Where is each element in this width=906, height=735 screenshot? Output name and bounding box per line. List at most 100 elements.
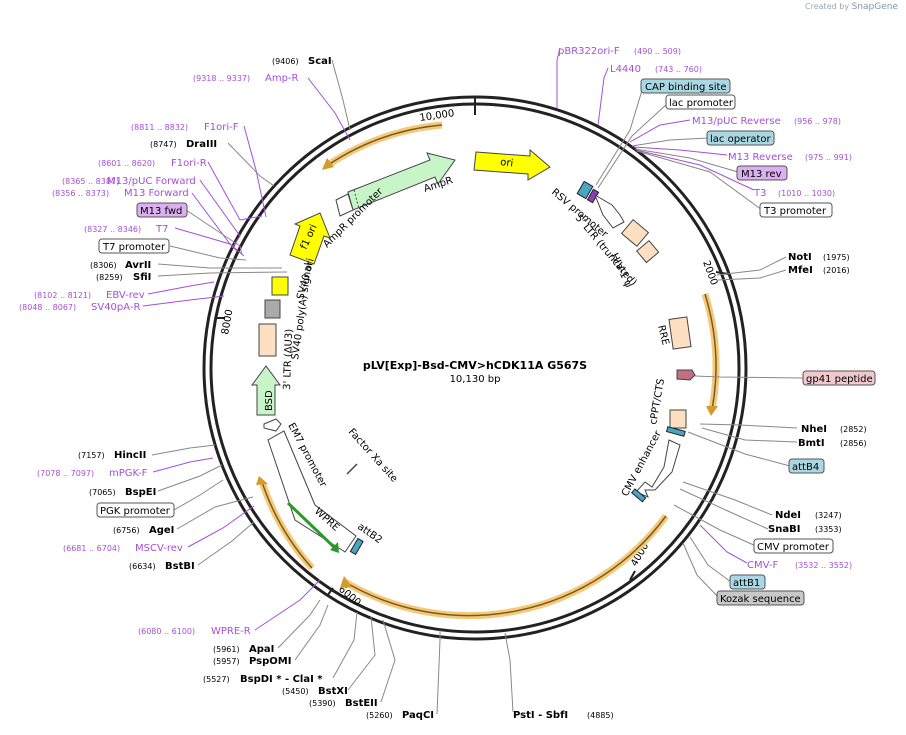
ltr3-label: 3' LTR (ΔU3) <box>282 329 295 390</box>
cmv-f-range: (3532 .. 3552) <box>795 561 852 570</box>
attb1-box <box>631 488 647 503</box>
wpre-arrow <box>267 430 357 553</box>
nhei-range: (2852) <box>840 425 867 434</box>
bmti-text: BmtI <box>798 438 825 449</box>
bspdi-range: (5527) <box>203 675 230 684</box>
mscv-range: (6681 .. 6704) <box>63 544 120 553</box>
ebv-text: EBV-rev <box>106 290 145 301</box>
draiii-text: DraIII <box>186 139 217 150</box>
ampr-r-text: Amp-R <box>265 73 299 84</box>
pgkp-text: PGK promoter <box>100 506 171 517</box>
t3-promoter-text: T3 promoter <box>763 206 827 217</box>
lac-operator-text: lac operator <box>710 134 771 145</box>
ltr3-box <box>258 323 277 357</box>
f1ori-f-text: F1ori-F <box>204 122 239 133</box>
bstxi-range: (5450) <box>282 687 309 696</box>
hincii-range: (7157) <box>78 451 105 460</box>
t7-text: T7 <box>155 224 168 235</box>
ebv-range: (8102 .. 8121) <box>34 291 91 300</box>
noti-range: (1975) <box>823 253 850 262</box>
t7-range: (8327 .. 8346) <box>84 225 141 234</box>
m13puc-f-text: M13/pUC Forward <box>107 176 196 187</box>
gp41-text: gp41 peptide <box>806 374 873 385</box>
m13puc-range: (956 .. 978) <box>794 117 841 126</box>
ori-arrow <box>473 148 551 181</box>
f1ori-f-range: (8811 .. 8832) <box>131 123 188 132</box>
plasmid-name: pLV[Exp]-Bsd-CMV>hCDK11A G567S <box>363 359 587 372</box>
m13puc-text: M13/pUC Reverse <box>692 116 781 127</box>
sv40pa-range: (8048 .. 8067) <box>19 303 76 312</box>
avrii-text: AvrII <box>125 260 151 271</box>
bspdi-text: BspDI * - ClaI * <box>240 674 323 685</box>
tick-10000: 10,000 <box>419 108 455 124</box>
rsv-arrow <box>593 193 625 229</box>
bsd-arrow <box>251 365 281 416</box>
snapgene-logo-text: SnapGene <box>851 2 898 12</box>
f1ori-r-range: (8601 .. 8620) <box>98 159 155 168</box>
m13-rev-text: M13 rev <box>741 169 782 180</box>
attb1-text: attB1 <box>733 578 760 589</box>
hiv-box <box>636 240 660 264</box>
snabi-text: SnaBI <box>768 524 800 535</box>
bsteii-range: (5390) <box>309 699 336 708</box>
psti-range: (4885) <box>587 711 614 720</box>
sfii-text: SfiI <box>133 272 151 283</box>
bstbi-range: (6634) <box>129 562 156 571</box>
cmv-promoter-text: CMV promoter <box>757 542 830 553</box>
pbr-range: (490 .. 509) <box>634 47 681 56</box>
right-labels: pBR322ori-F (490 .. 509) L4440 (743 .. 7… <box>558 46 876 606</box>
attb4-box <box>665 426 686 437</box>
rsv-small-marks <box>576 180 594 200</box>
mpgk-text: mPGK-F <box>109 468 148 479</box>
hincii-text: HincII <box>114 450 146 461</box>
m13-reverse-range: (975 .. 991) <box>805 153 852 162</box>
pspomi-text: PspOMI <box>249 656 291 667</box>
scai-text: ScaI <box>308 56 332 67</box>
plasmid-size: 10,130 bp <box>450 374 501 385</box>
bspei-text: BspEI <box>125 487 156 498</box>
attb4-text: attB4 <box>792 462 819 473</box>
ampr-r-range: (9318 .. 9337) <box>193 74 250 83</box>
sv40pa-text: SV40pA-R <box>91 302 140 313</box>
l4440-text: L4440 <box>610 64 641 75</box>
wpre-r-text: WPRE-R <box>211 626 251 637</box>
gp41-mark <box>676 369 696 381</box>
m13fwd-text: M13 fwd <box>140 206 182 217</box>
psti-text: PstI - SbfI <box>513 710 568 721</box>
mscv-text: MSCV-rev <box>135 543 183 554</box>
snapgene-watermark: Created by SnapGene <box>805 2 898 12</box>
m13f-range: (8356 .. 8373) <box>52 189 109 198</box>
sv40-ori-box <box>271 276 289 296</box>
m13puc-f-range: (8365 .. 8387) <box>62 177 119 186</box>
paqci-text: PaqCI <box>402 710 434 721</box>
l4440-range: (743 .. 760) <box>655 65 702 74</box>
ndei-text: NdeI <box>775 510 801 521</box>
mpgk-range: (7078 .. 7097) <box>37 469 94 478</box>
avrii-range: (8306) <box>90 261 117 270</box>
f1-ori-arrow <box>289 212 331 265</box>
wpre-r-range: (6080 .. 6100) <box>138 627 195 636</box>
bsd-label: BSD <box>264 390 275 411</box>
right-callout-lines <box>556 47 804 599</box>
ampr-promoter-arrow <box>335 193 354 217</box>
ndei-range: (3247) <box>815 511 842 520</box>
sfii-range: (8259) <box>96 273 123 282</box>
ampr-arrow <box>347 152 456 211</box>
m13-reverse-text: M13 Reverse <box>728 152 793 163</box>
cppt-box <box>669 409 687 429</box>
cppt-label: cPPT/CTS <box>648 378 667 426</box>
factor-xa-label: Factor Xa site <box>346 427 400 485</box>
bspei-range: (7065) <box>89 488 116 497</box>
agei-range: (6756) <box>113 526 140 535</box>
f1ori-r-text: F1ori-R <box>171 158 207 169</box>
t3-range: (1010 .. 1030) <box>778 189 835 198</box>
rre-box <box>668 316 692 350</box>
bsteii-text: BstEII <box>345 698 378 709</box>
apai-text: ApaI <box>249 644 274 655</box>
snabi-range: (3353) <box>815 525 842 534</box>
pspomi-range: (5957) <box>213 657 240 666</box>
pbr-text: pBR322ori-F <box>558 46 620 57</box>
left-labels: (9406) ScaI (9318 .. 9337) Amp-R (8811 .… <box>19 56 614 721</box>
tick-8000: 8000 <box>220 309 235 336</box>
